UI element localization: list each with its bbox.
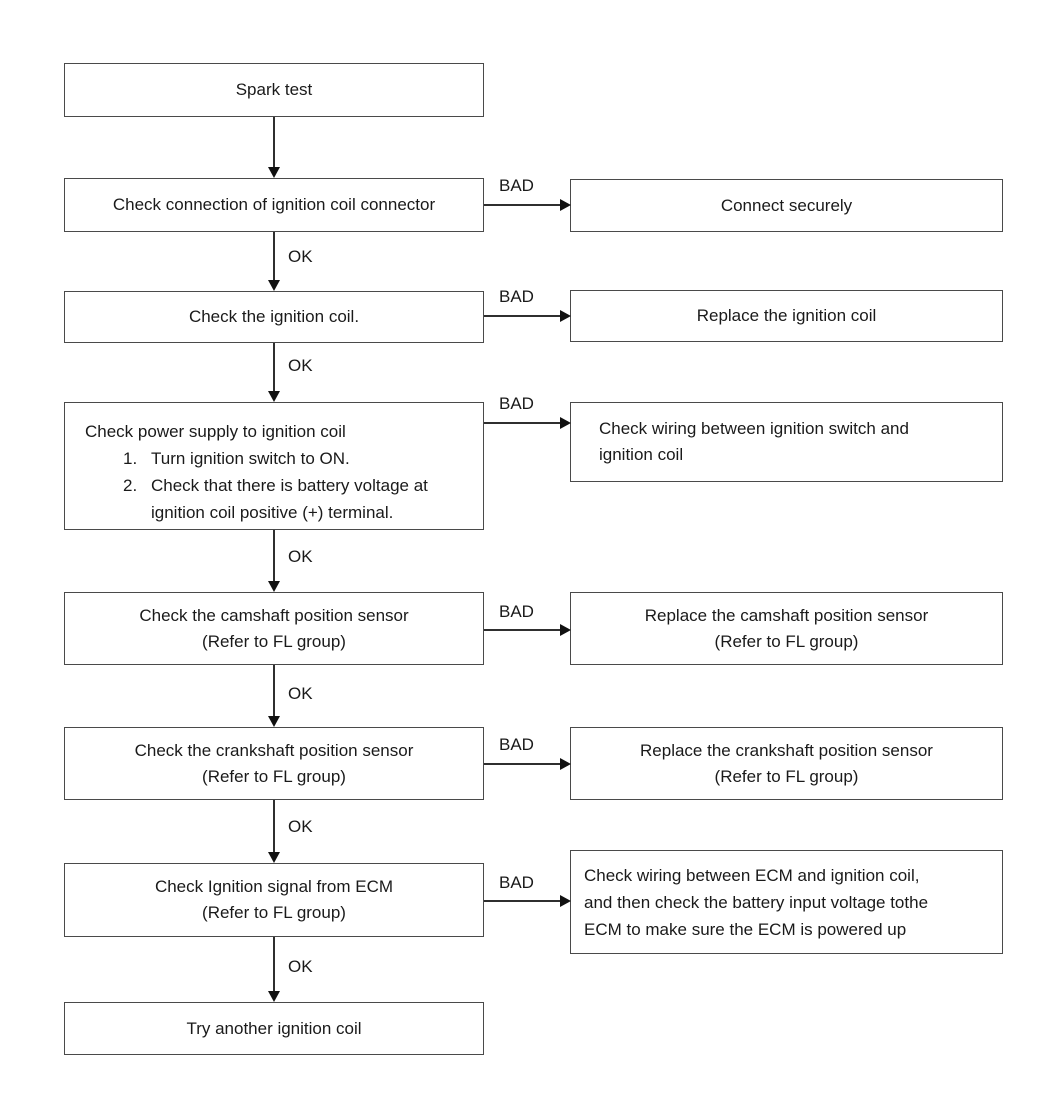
- arrow-right-line-6: [484, 900, 560, 902]
- ok-label: OK: [288, 247, 313, 266]
- power-step-2-number: 2.: [123, 476, 138, 495]
- bad-label: BAD: [499, 735, 534, 754]
- arrow-down-head-icon: [268, 391, 280, 402]
- node-replace-crankshaft-line-2: (Refer to FL group): [714, 766, 859, 786]
- arrow-right-line-4: [484, 629, 560, 631]
- arrow-right-head-icon: [560, 199, 571, 211]
- node-check-crankshaft-line-2: (Refer to FL group): [202, 766, 346, 786]
- bad-label: BAD: [499, 602, 534, 621]
- bad-label: BAD: [499, 873, 534, 892]
- node-check-camshaft-line-2: (Refer to FL group): [202, 631, 346, 651]
- node-try-another-coil: Try another ignition coil: [64, 1002, 484, 1055]
- arrow-down-head-icon: [268, 167, 280, 178]
- node-check-camshaft-line-1: Check the camshaft position sensor: [139, 605, 409, 625]
- node-replace-crankshaft-sensor: Replace the crankshaft position sensor (…: [570, 727, 1003, 800]
- node-check-power-supply: Check power supply to ignition coil 1. T…: [64, 402, 484, 530]
- node-connect-securely: Connect securely: [570, 179, 1003, 232]
- node-check-camshaft-sensor: Check the camshaft position sensor (Refe…: [64, 592, 484, 665]
- arrow-down-head-icon: [268, 716, 280, 727]
- power-step-2: 2. Check that there is battery voltage a…: [85, 472, 475, 526]
- node-try-another-coil-label: Try another ignition coil: [186, 1018, 362, 1038]
- ok-label: OK: [288, 817, 313, 836]
- node-check-ignition-coil-label: Check the ignition coil.: [188, 307, 360, 326]
- arrow-right-line-3: [484, 422, 560, 424]
- arrow-right-head-icon: [560, 310, 571, 322]
- node-replace-ignition-coil: Replace the ignition coil: [570, 290, 1003, 342]
- power-step-1-text: Turn ignition switch to ON.: [151, 449, 350, 468]
- bad-label: BAD: [499, 176, 534, 195]
- bad-label: BAD: [499, 287, 534, 306]
- node-replace-ignition-coil-label: Replace the ignition coil: [696, 306, 877, 325]
- node-check-wiring-ecm: Check wiring between ECM and ignition co…: [570, 850, 1003, 954]
- power-step-1-number: 1.: [123, 449, 138, 468]
- arrow-right-line-1: [484, 204, 560, 206]
- arrow-down-head-icon: [268, 581, 280, 592]
- power-step-2-text: Check that there is battery voltage at i…: [151, 472, 475, 526]
- node-check-wiring-ecm-line-1: Check wiring between ECM and ignition co…: [584, 865, 920, 885]
- ok-label: OK: [288, 684, 313, 703]
- node-connect-securely-label: Connect securely: [720, 195, 853, 215]
- arrow-down-line-3: [273, 343, 275, 392]
- arrow-right-head-icon: [560, 895, 571, 907]
- arrow-down-head-icon: [268, 991, 280, 1002]
- ok-label: OK: [288, 547, 313, 566]
- arrow-down-line-2: [273, 232, 275, 281]
- ok-label: OK: [288, 356, 313, 375]
- arrow-down-line-1: [273, 117, 275, 168]
- node-check-power-supply-title: Check power supply to ignition coil: [85, 422, 346, 441]
- node-check-wiring-switch-line-2: ignition coil: [599, 445, 684, 464]
- node-replace-camshaft-line-1: Replace the camshaft position sensor: [644, 605, 929, 625]
- power-step-2-line-2: ignition coil positive (+) terminal.: [151, 503, 394, 522]
- arrow-down-line-7: [273, 937, 275, 992]
- node-check-connection: Check connection of ignition coil connec…: [64, 178, 484, 232]
- node-replace-crankshaft-line-1: Replace the crankshaft position sensor: [640, 740, 933, 760]
- power-step-2-line-1: Check that there is battery voltage at: [151, 476, 428, 495]
- node-spark-test-label: Spark test: [235, 80, 313, 99]
- arrow-down-line-5: [273, 665, 275, 717]
- arrow-right-head-icon: [560, 624, 571, 636]
- node-check-wiring-ecm-line-2: and then check the battery input voltage…: [584, 892, 929, 912]
- arrow-right-head-icon: [560, 417, 571, 429]
- ok-label: OK: [288, 957, 313, 976]
- node-check-wiring-switch: Check wiring between ignition switch and…: [570, 402, 1003, 482]
- node-spark-test: Spark test: [64, 63, 484, 117]
- node-check-wiring-switch-line-1: Check wiring between ignition switch and: [599, 419, 909, 438]
- arrow-right-line-2: [484, 315, 560, 317]
- arrow-down-head-icon: [268, 280, 280, 291]
- node-check-ecm-line-1: Check Ignition signal from ECM: [154, 877, 394, 896]
- node-check-ecm-signal: Check Ignition signal from ECM (Refer to…: [64, 863, 484, 937]
- arrow-down-line-4: [273, 530, 275, 582]
- arrow-right-head-icon: [560, 758, 571, 770]
- node-check-ecm-line-2: (Refer to FL group): [202, 903, 346, 922]
- node-replace-camshaft-line-2: (Refer to FL group): [714, 631, 859, 651]
- node-check-crankshaft-sensor: Check the crankshaft position sensor (Re…: [64, 727, 484, 800]
- node-check-crankshaft-line-1: Check the crankshaft position sensor: [134, 740, 414, 760]
- power-step-1: 1. Turn ignition switch to ON.: [85, 445, 475, 472]
- node-check-ignition-coil: Check the ignition coil.: [64, 291, 484, 343]
- arrow-right-line-5: [484, 763, 560, 765]
- arrow-down-line-6: [273, 800, 275, 853]
- bad-label: BAD: [499, 394, 534, 413]
- node-check-connection-label: Check connection of ignition coil connec…: [112, 195, 436, 214]
- node-check-wiring-ecm-line-3: ECM to make sure the ECM is powered up: [584, 919, 907, 939]
- node-replace-camshaft-sensor: Replace the camshaft position sensor (Re…: [570, 592, 1003, 665]
- arrow-down-head-icon: [268, 852, 280, 863]
